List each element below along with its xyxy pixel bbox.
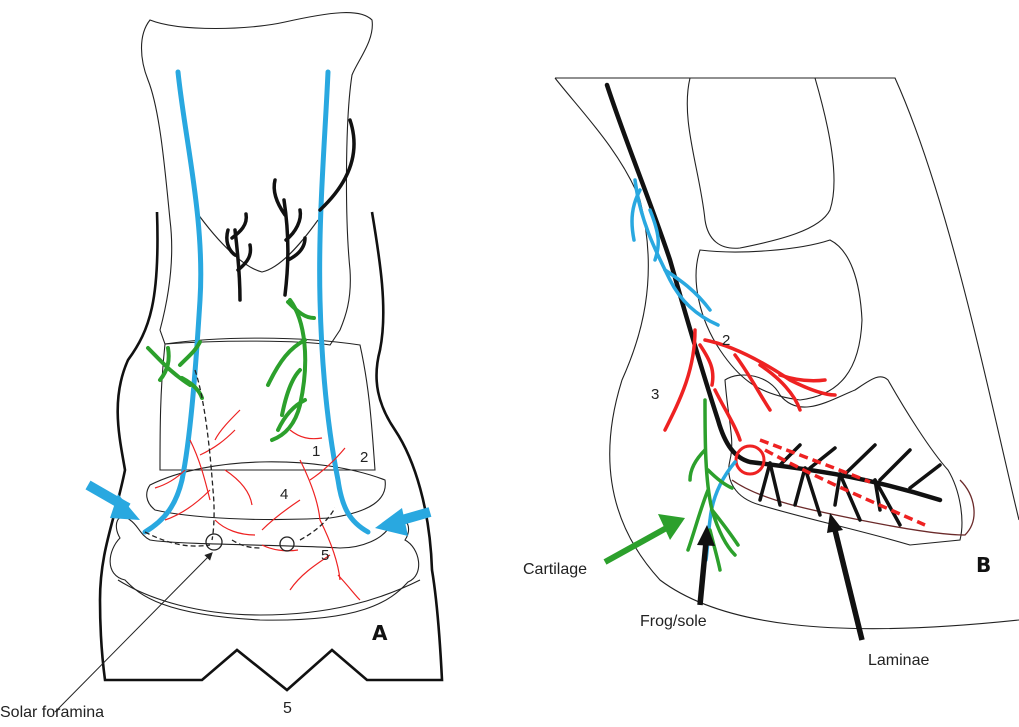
coffin-bone-outline — [110, 517, 419, 620]
cartilage-arrow — [605, 514, 685, 562]
coffin-bone — [725, 375, 962, 545]
black-vessel-branches — [227, 120, 354, 300]
hoof-wall-outline — [100, 212, 442, 690]
blue-arrow-right — [375, 508, 430, 536]
laminae-arrow — [827, 513, 862, 640]
panel-label-b: B — [976, 553, 991, 577]
panel-label-a: A — [372, 621, 388, 645]
pastern-bone-outline — [142, 13, 373, 345]
blue-arrow-left — [88, 485, 140, 520]
solar-foramen-left — [206, 534, 222, 550]
panel-b: 2 3 Cartilage Frog/sole Laminae B — [523, 78, 1019, 669]
hoof-top-line — [555, 78, 1019, 520]
long-pastern-bone — [687, 78, 834, 248]
panel-a: 1 2 4 5 5 Solar foramina A — [0, 13, 442, 721]
solar-foramina-label: Solar foramina — [0, 704, 104, 721]
hoof-outer-outline — [555, 78, 1019, 629]
label-a5-bottom: 5 — [283, 700, 292, 717]
label-a4: 4 — [280, 486, 288, 503]
label-b3: 3 — [651, 386, 659, 403]
label-a5: 5 — [321, 547, 329, 564]
black-main-vessel — [607, 85, 940, 500]
cartilage-label: Cartilage — [523, 561, 587, 578]
label-b2: 2 — [722, 332, 730, 349]
blue-vessel-branches — [632, 180, 735, 560]
dashed-vessels — [145, 370, 335, 548]
label-a1: 1 — [312, 443, 320, 460]
hoof-inner-line-left — [118, 580, 420, 615]
label-a2: 2 — [360, 449, 368, 466]
solar-foramina-leader — [55, 555, 210, 712]
frog-sole-label: Frog/sole — [640, 613, 707, 630]
laminae-label: Laminae — [868, 652, 929, 669]
red-vessel-branches-b — [665, 330, 835, 440]
solar-foramen-right — [280, 537, 294, 551]
